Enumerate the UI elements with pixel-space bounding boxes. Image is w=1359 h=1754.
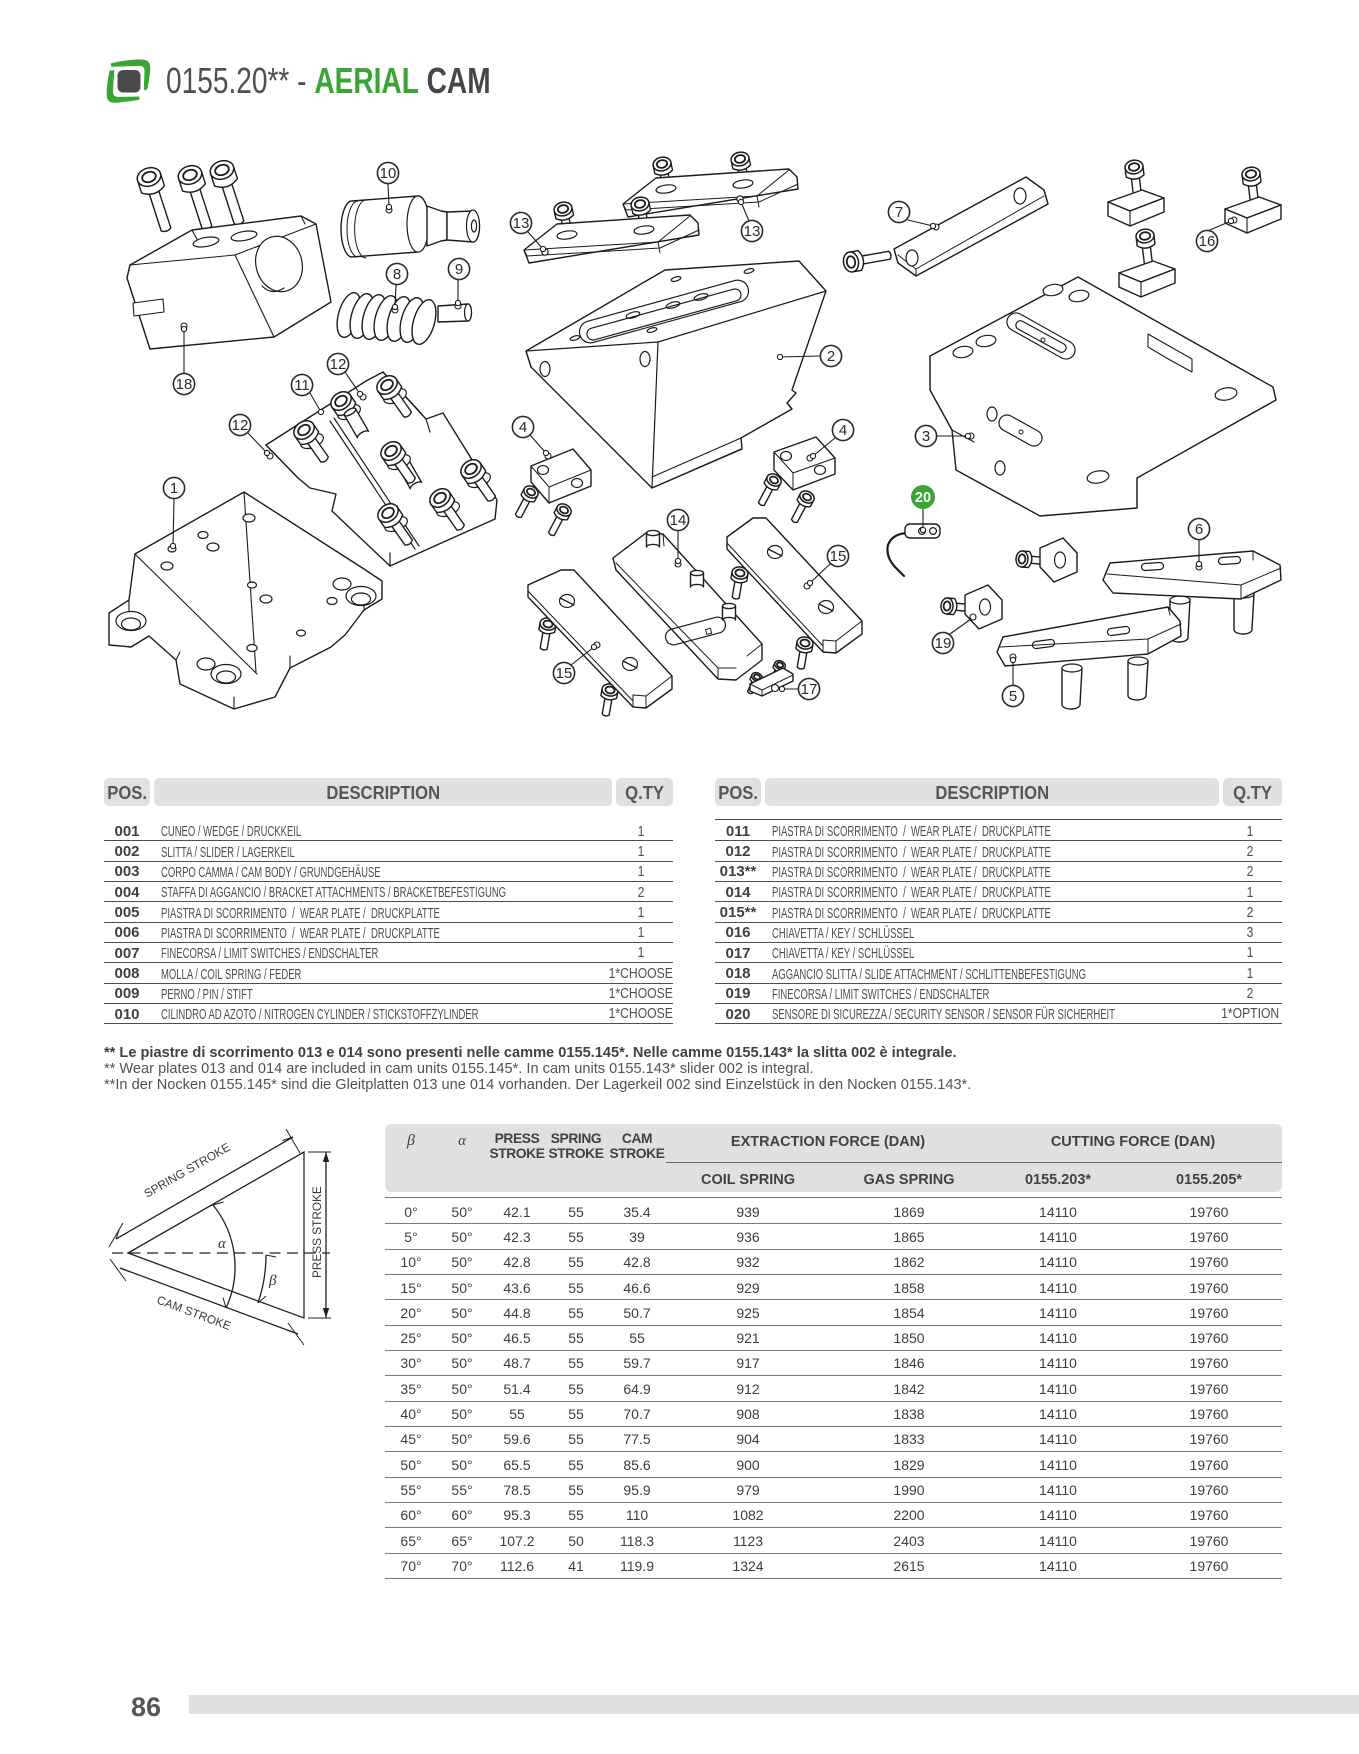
svg-text:12: 12 [232,417,249,434]
svg-text:20: 20 [915,490,931,506]
svg-text:PRESS STROKE: PRESS STROKE [310,1186,324,1278]
svg-text:2: 2 [827,348,835,365]
svg-text:5: 5 [1009,688,1017,705]
svg-text:3: 3 [922,428,930,445]
svg-text:7: 7 [895,204,903,221]
svg-text:SPRING STROKE: SPRING STROKE [142,1140,233,1201]
svg-text:11: 11 [294,377,310,394]
svg-text:1: 1 [170,480,178,497]
svg-text:4: 4 [519,419,527,436]
svg-text:9: 9 [455,261,463,278]
svg-text:β: β [268,1273,277,1289]
svg-text:10: 10 [380,165,397,182]
svg-text:CAM STROKE: CAM STROKE [155,1293,233,1333]
svg-text:19: 19 [935,635,952,652]
svg-text:15: 15 [830,548,847,565]
svg-text:13: 13 [744,223,761,240]
svg-text:15: 15 [556,665,573,682]
svg-text:18: 18 [176,376,193,393]
svg-text:α: α [218,1236,227,1252]
svg-text:8: 8 [393,266,401,283]
svg-text:12: 12 [330,356,347,373]
svg-text:4: 4 [839,422,847,439]
svg-text:13: 13 [513,215,530,232]
svg-text:17: 17 [801,681,818,698]
svg-text:14: 14 [670,512,687,529]
svg-text:6: 6 [1195,521,1203,538]
svg-text:16: 16 [1199,233,1216,250]
